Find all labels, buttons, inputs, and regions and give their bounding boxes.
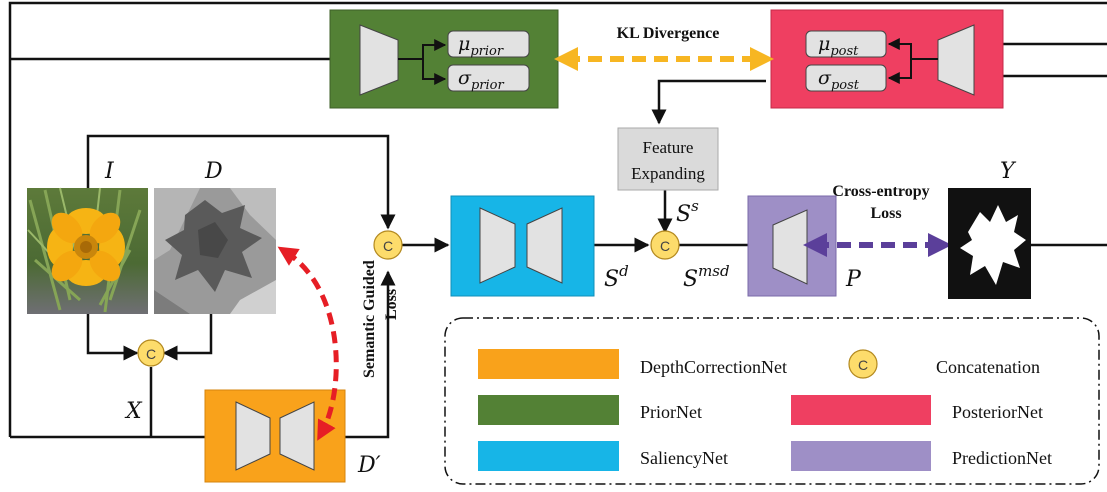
feature-expanding-block: Feature Expanding xyxy=(617,127,719,191)
prediction-net-block xyxy=(747,195,837,297)
symbol-P: P xyxy=(845,267,862,292)
cross-entropy-line2: Loss xyxy=(870,205,901,222)
legend: DepthCorrectionNet C Concatenation Prior… xyxy=(444,317,1100,485)
mu-post-label: μpost xyxy=(818,33,859,59)
svg-text:C: C xyxy=(146,346,156,362)
symbol-S-d: Sd xyxy=(604,262,629,292)
symbol-D: D xyxy=(204,159,223,184)
legend-swatch-depth-correction xyxy=(478,349,619,379)
symbol-S-s: Ss xyxy=(676,197,699,227)
legend-swatch-prediction xyxy=(791,441,931,471)
symbol-X: X xyxy=(124,399,143,424)
ground-truth-Y xyxy=(948,188,1031,299)
legend-swatch-posterior xyxy=(791,395,931,425)
feature-expanding-line1: Feature xyxy=(643,138,694,157)
legend-swatch-saliency xyxy=(478,441,619,471)
legend-label-prior: PriorNet xyxy=(640,402,702,422)
depth-image-D xyxy=(154,188,276,314)
mu-post-box xyxy=(805,30,887,58)
kl-divergence-label: KL Divergence xyxy=(617,25,720,42)
posterior-encoder-trapezoid xyxy=(937,24,975,96)
concat-node-prediction: C xyxy=(650,230,680,260)
legend-label-posterior: PosteriorNet xyxy=(952,402,1043,422)
depth-correction-net-block xyxy=(204,389,346,483)
saliency-net-block xyxy=(450,195,595,297)
legend-swatch-prior xyxy=(478,395,619,425)
svg-text:C: C xyxy=(660,238,670,254)
feature-expanding-line2: Expanding xyxy=(631,164,705,183)
connection-lines xyxy=(8,1,1107,445)
sigma-post-box xyxy=(805,64,887,92)
legend-frame xyxy=(444,317,1100,485)
concat-node-x: C xyxy=(137,339,165,367)
sigma-prior-box xyxy=(447,64,530,92)
legend-label-depth-correction: DepthCorrectionNet xyxy=(640,357,787,377)
legend-concat-symbol: C xyxy=(858,357,868,373)
symbol-S-msd: Smsd xyxy=(683,262,730,292)
symbol-Y: Y xyxy=(1000,159,1017,184)
concat-node-saliency: C xyxy=(373,230,403,260)
mu-prior-label: μprior xyxy=(458,33,504,59)
legend-swatch-concat xyxy=(848,349,878,379)
mu-prior-box xyxy=(447,30,530,58)
svg-text:Semantic Guided: Semantic Guided xyxy=(361,260,378,378)
svg-text:C: C xyxy=(383,238,393,254)
depth-correction-net-box xyxy=(204,389,346,483)
legend-label-concatenation: Concatenation xyxy=(936,357,1040,377)
saliency-net-box xyxy=(450,195,595,297)
sigma-prior-label: σprior xyxy=(458,67,505,93)
prior-encoder-trapezoid xyxy=(359,24,399,96)
sigma-post-label: σpost xyxy=(818,67,860,93)
legend-label-prediction: PredictionNet xyxy=(952,448,1052,468)
prior-net-block: μprior σprior xyxy=(329,9,559,109)
semantic-guided-loss-label: Semantic Guided Loss xyxy=(361,260,400,378)
rgb-image-I xyxy=(27,187,148,314)
legend-label-saliency: SaliencyNet xyxy=(640,448,728,468)
symbol-I: I xyxy=(104,159,115,184)
semantic-guided-loss-arrow xyxy=(277,246,339,441)
svg-text:Loss: Loss xyxy=(383,289,400,320)
posterior-net-block: μpost σpost xyxy=(770,9,1004,109)
feature-expanding-box xyxy=(617,127,719,191)
cross-entropy-line1: Cross-entropy xyxy=(832,183,929,200)
symbol-D-prime: D′ xyxy=(357,453,381,478)
